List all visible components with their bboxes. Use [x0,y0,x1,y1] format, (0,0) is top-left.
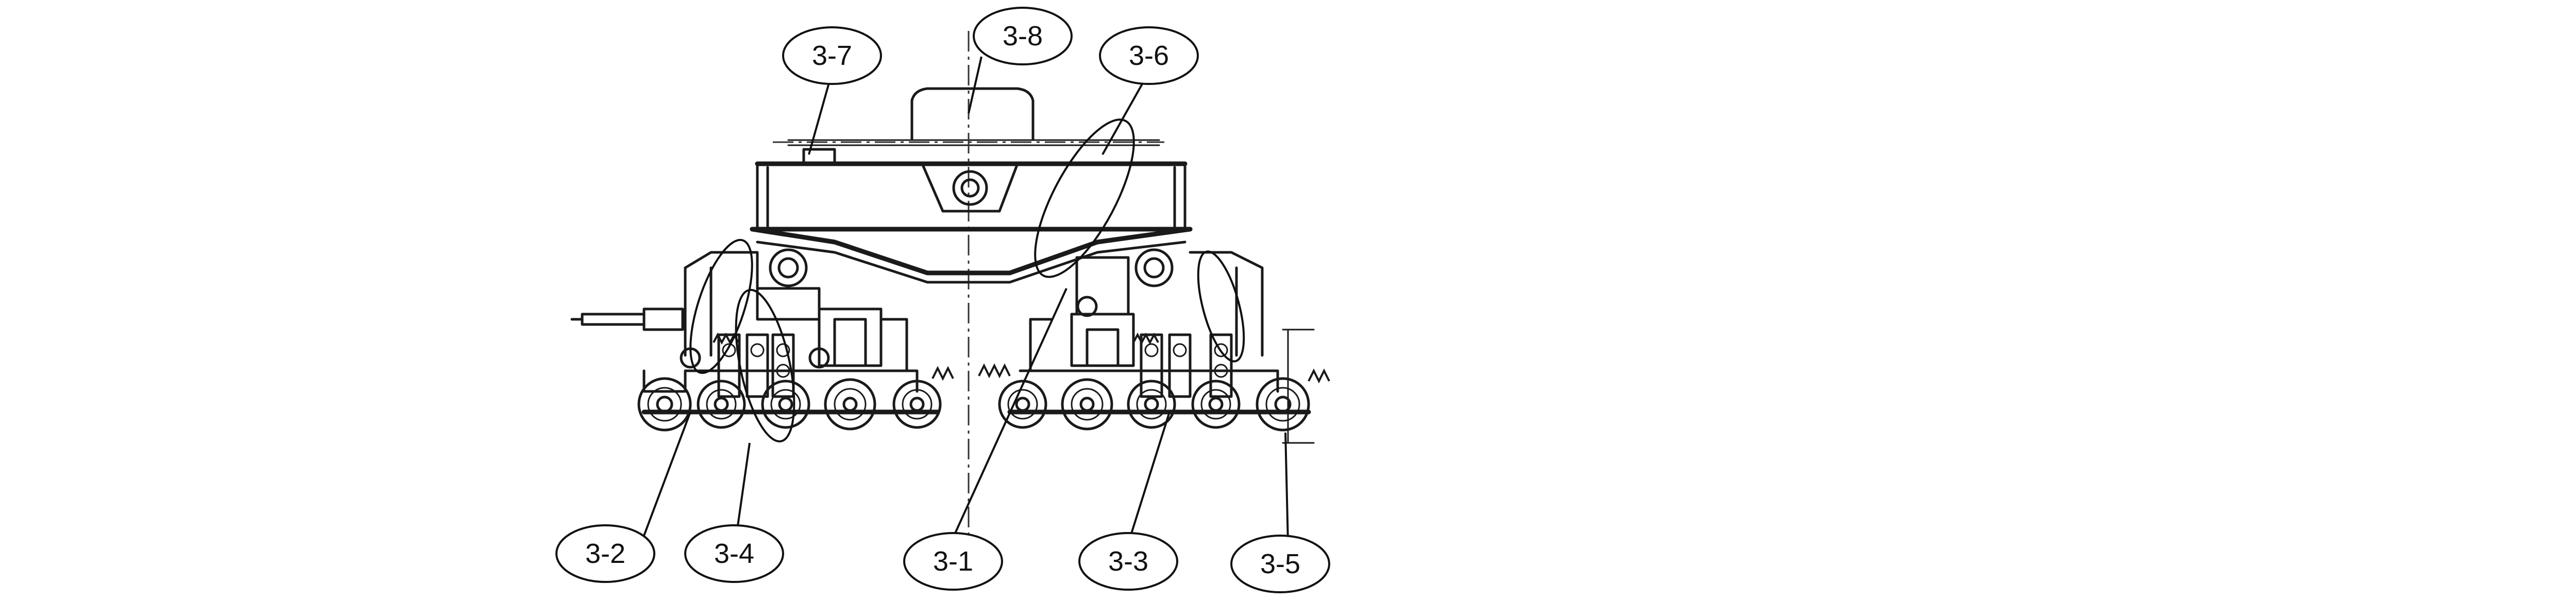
leader-lines [643,56,1289,544]
callout-label: 3-2 [585,538,625,569]
callout-label: 3-5 [1260,548,1300,579]
callout-label: 3-8 [1003,21,1043,51]
callout-3-6: 3-6 [1099,26,1199,85]
roller-row [637,377,1310,432]
callout-label: 3-7 [812,40,852,71]
callout-3-3: 3-3 [1078,532,1178,591]
callout-3-1: 3-1 [903,532,1003,591]
callout-3-2: 3-2 [555,524,655,583]
left-carriage [570,248,940,415]
callout-3-4: 3-4 [684,524,784,583]
top-motor-housing [773,31,1164,556]
callout-3-5: 3-5 [1230,535,1330,593]
callout-label: 3-1 [933,546,973,577]
callout-3-7: 3-7 [782,26,882,85]
callout-label: 3-3 [1108,546,1148,577]
callout-label: 3-4 [714,538,754,569]
main-frame-body [750,148,1193,284]
callout-label: 3-6 [1129,40,1169,71]
highlight-ellipses [689,118,1245,443]
callout-3-8: 3-8 [973,7,1073,65]
